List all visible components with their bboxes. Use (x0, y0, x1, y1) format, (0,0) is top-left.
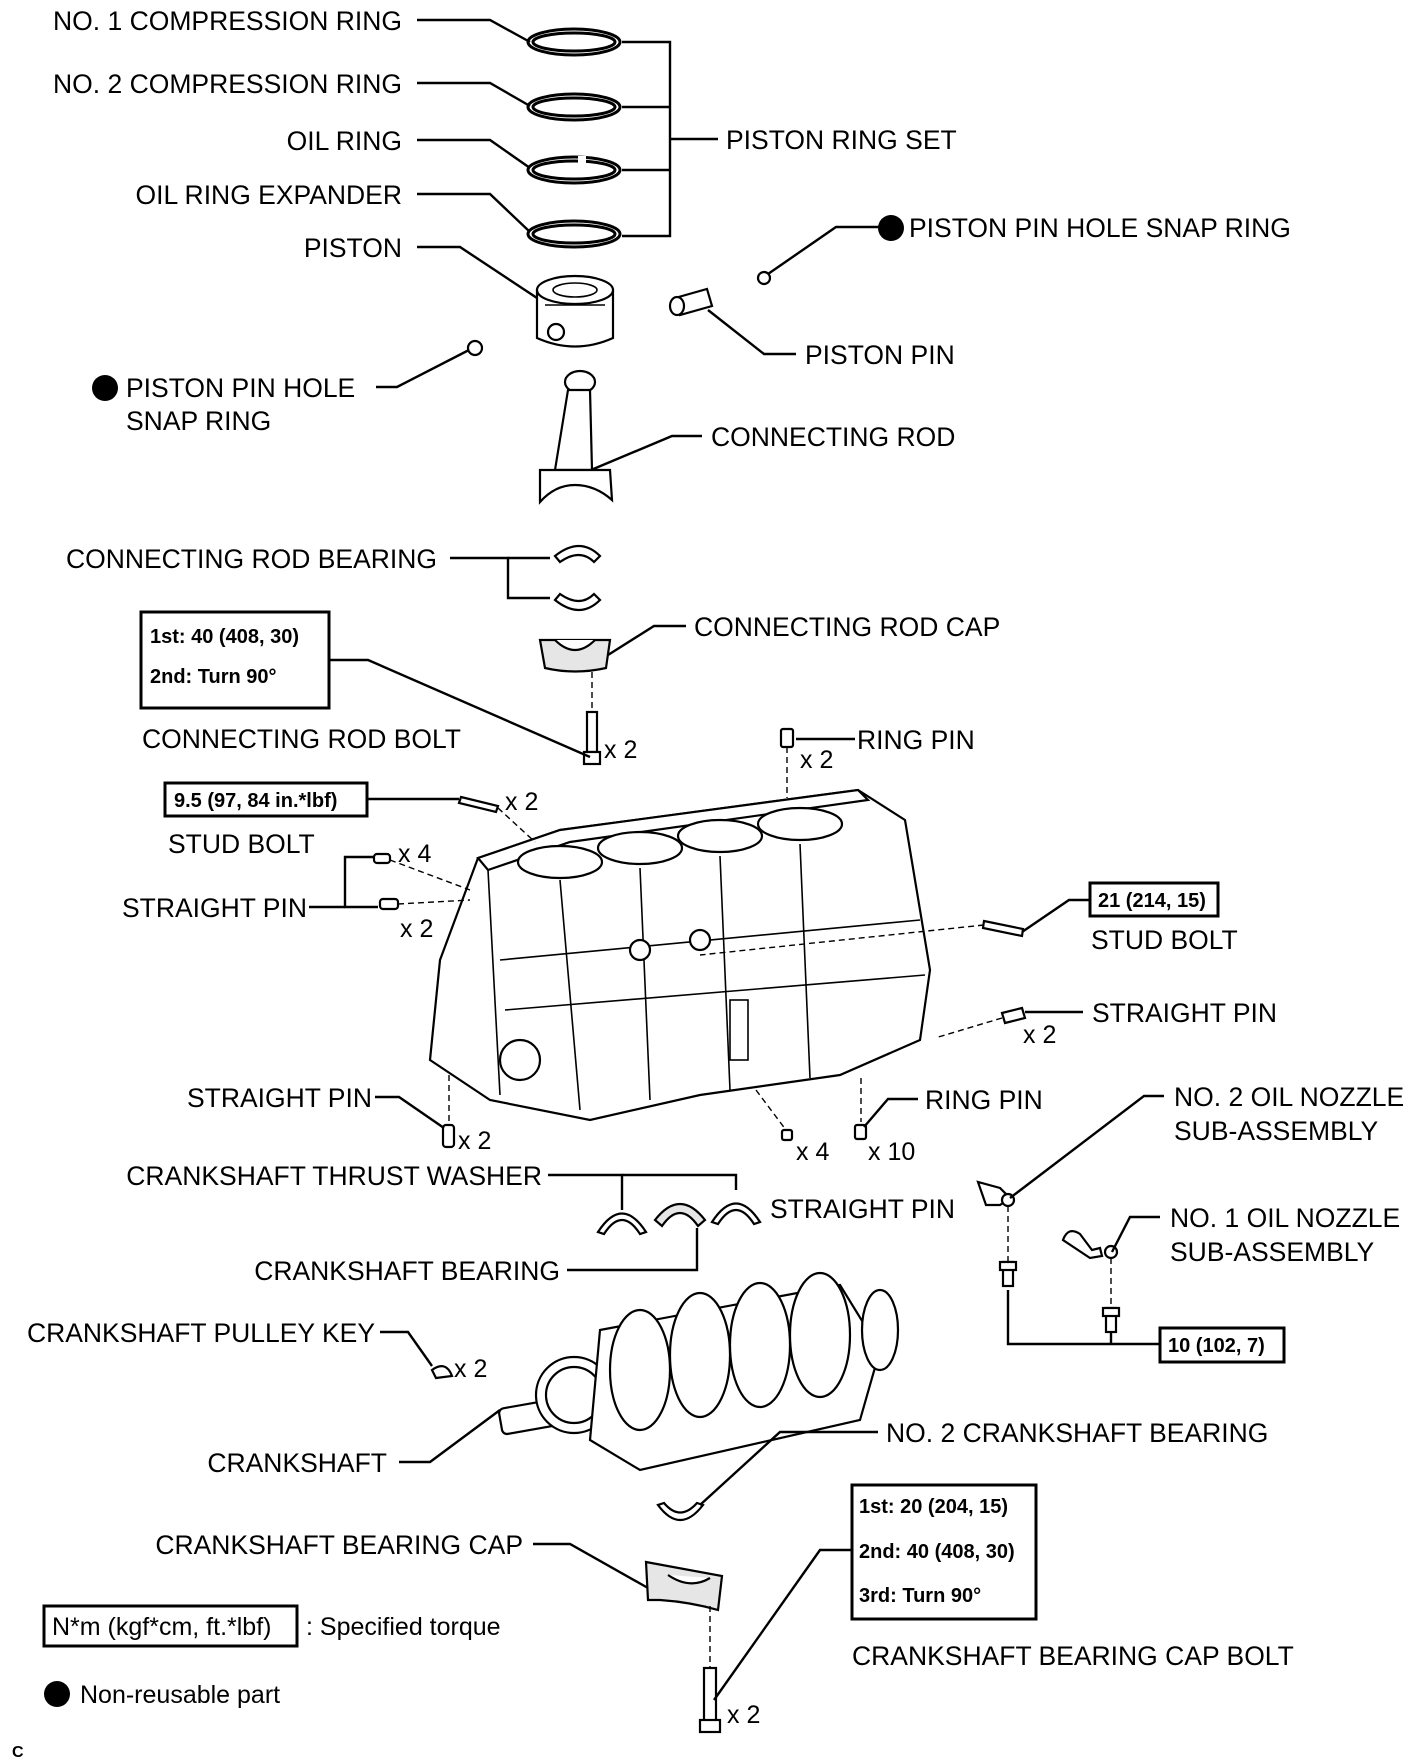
qty-stud-bolt-left: x 2 (505, 788, 538, 816)
torque-stud-bolt-right: 21 (214, 15) (1098, 890, 1206, 912)
leader-lines (309, 18, 1164, 1701)
legend-non-reusable-text: Non-reusable part (80, 1681, 280, 1709)
legend: N*m (kgf*cm, ft.*lbf) : Specified torque… (42, 1604, 501, 1709)
straight-pin-bottom-left-icon (441, 1075, 456, 1149)
torque-box-cap-bolt: 1st: 20 (204, 15) 2nd: 40 (408, 30) 3rd:… (850, 1483, 1038, 1621)
connecting-rod-cap-icon (538, 638, 612, 673)
label-piston-pin: PISTON PIN (805, 340, 955, 370)
label-connecting-rod-bolt: CONNECTING ROD BOLT (142, 724, 461, 754)
torque-cap-bolt-1: 1st: 20 (204, 15) (859, 1496, 1008, 1518)
crankshaft-thrust-washer-icon (596, 1202, 762, 1236)
qty-pulley-key: x 2 (454, 1355, 487, 1383)
torque-box-stud-bolt-left: 9.5 (97, 84 in.*lbf) (163, 781, 369, 818)
crankshaft-bearing-cap-bolt-icon (698, 1606, 722, 1734)
label-no1-oil-nozzle-line2: SUB-ASSEMBLY (1170, 1237, 1375, 1267)
connecting-rod-icon (538, 369, 614, 505)
label-connecting-rod-bearing: CONNECTING ROD BEARING (66, 544, 437, 574)
label-snap-ring-right: PISTON PIN HOLE SNAP RING (909, 213, 1291, 243)
torque-cap-bolt-2: 2nd: 40 (408, 30) (859, 1541, 1015, 1563)
connecting-rod-bolt-icon (582, 672, 602, 766)
crankshaft-bearing-icon (653, 1203, 707, 1228)
label-snap-ring-left-line1: PISTON PIN HOLE (126, 373, 355, 403)
label-crankshaft: CRANKSHAFT (207, 1448, 387, 1478)
no1-oil-nozzle-icon (1061, 1230, 1121, 1334)
label-crankshaft-bearing-cap-bolt: CRANKSHAFT BEARING CAP BOLT (852, 1641, 1294, 1671)
qty-con-rod-bolt: x 2 (604, 736, 637, 764)
label-stud-bolt-left: STUD BOLT (168, 829, 315, 859)
label-no2-compression-ring: NO. 2 COMPRESSION RING (53, 69, 402, 99)
torque-con-rod-bolt-2: 2nd: Turn 90° (150, 666, 277, 688)
cylinder-block-icon (428, 788, 932, 1122)
label-crankshaft-thrust-washer: CRANKSHAFT THRUST WASHER (126, 1161, 542, 1191)
non-reusable-marker-snap-ring-left (92, 375, 118, 401)
crankshaft-bearing-cap-icon (644, 1560, 724, 1612)
label-oil-ring: OIL RING (287, 126, 402, 156)
label-ring-pin-top: RING PIN (857, 725, 975, 755)
qty-straight-pin-left-b: x 2 (400, 915, 433, 943)
crankshaft-icon (498, 1271, 900, 1472)
qty-straight-pin-left-a: x 4 (398, 840, 431, 868)
torque-oil-nozzle: 10 (102, 7) (1168, 1335, 1265, 1357)
label-no2-oil-nozzle-line1: NO. 2 OIL NOZZLE (1174, 1082, 1404, 1112)
piston-rings-group (526, 27, 622, 249)
connecting-rod-bearing-icon (553, 544, 602, 612)
label-snap-ring-left-line2: SNAP RING (126, 406, 271, 436)
label-stud-bolt-right: STUD BOLT (1091, 925, 1238, 955)
straight-pin-right-icon (934, 1006, 1027, 1039)
quantity-labels: x 2 x 2 x 2 x 4 x 2 x 2 x 2 x 4 x 10 x 2… (398, 736, 1056, 1729)
qty-ring-pin-top: x 2 (800, 746, 833, 774)
torque-con-rod-bolt-1: 1st: 40 (408, 30) (150, 626, 299, 648)
qty-cap-bolt: x 2 (727, 1701, 760, 1729)
legend-torque-text: : Specified torque (306, 1613, 501, 1641)
piston-icon (535, 274, 615, 348)
piston-pin-icon (668, 287, 714, 317)
label-ring-pin-bottom: RING PIN (925, 1085, 1043, 1115)
label-no1-oil-nozzle-line1: NO. 1 OIL NOZZLE (1170, 1203, 1400, 1233)
straight-pin-left-b-icon (378, 897, 400, 911)
label-straight-pin-bottom-left: STRAIGHT PIN (187, 1083, 372, 1113)
snap-ring-right-icon (756, 270, 772, 286)
straight-pin-bottom-icon (755, 1089, 794, 1142)
straight-pin-left-a-icon (372, 852, 392, 865)
qty-straight-pin-bottom: x 4 (796, 1138, 829, 1166)
part-labels: NO. 1 COMPRESSION RING NO. 2 COMPRESSION… (27, 6, 1404, 1671)
label-connecting-rod: CONNECTING ROD (711, 422, 955, 452)
qty-straight-pin-bottom-left: x 2 (458, 1127, 491, 1155)
label-crankshaft-pulley-key: CRANKSHAFT PULLEY KEY (27, 1318, 375, 1348)
ring-pin-top-icon (779, 727, 795, 798)
corner-code: C (12, 1744, 24, 1761)
legend-torque-box-text: N*m (kgf*cm, ft.*lbf) (52, 1613, 271, 1641)
torque-box-stud-bolt-right: 21 (214, 15) (1088, 881, 1220, 918)
label-no2-oil-nozzle-line2: SUB-ASSEMBLY (1174, 1116, 1379, 1146)
torque-cap-bolt-3: 3rd: Turn 90° (859, 1585, 981, 1607)
ring-pin-bottom-icon (853, 1078, 868, 1141)
snap-ring-left-icon (466, 339, 484, 357)
torque-box-con-rod-bolt: 1st: 40 (408, 30) 2nd: Turn 90° (139, 610, 331, 710)
qty-straight-pin-right: x 2 (1023, 1021, 1056, 1049)
no2-crankshaft-bearing-icon (656, 1501, 705, 1521)
label-connecting-rod-cap: CONNECTING ROD CAP (694, 612, 1000, 642)
qty-ring-pin-bottom: x 10 (868, 1138, 915, 1166)
crankshaft-pulley-key-icon (430, 1365, 454, 1380)
torque-stud-bolt-left: 9.5 (97, 84 in.*lbf) (174, 790, 337, 812)
no2-oil-nozzle-icon (976, 1180, 1018, 1288)
label-crankshaft-bearing: CRANKSHAFT BEARING (254, 1256, 560, 1286)
label-piston-ring-set: PISTON RING SET (726, 125, 957, 155)
label-piston: PISTON (304, 233, 402, 263)
legend-non-reusable-dot (44, 1681, 70, 1707)
non-reusable-marker-snap-ring-right (878, 215, 904, 241)
label-oil-ring-expander: OIL RING EXPANDER (135, 180, 402, 210)
stud-bolt-left-icon (457, 795, 536, 843)
stud-bolt-right-icon (699, 919, 1025, 956)
label-straight-pin-bottom: STRAIGHT PIN (770, 1194, 955, 1224)
label-straight-pin-left: STRAIGHT PIN (122, 893, 307, 923)
label-no2-crankshaft-bearing: NO. 2 CRANKSHAFT BEARING (886, 1418, 1268, 1448)
torque-box-oil-nozzle: 10 (102, 7) (1158, 1326, 1286, 1364)
label-straight-pin-right: STRAIGHT PIN (1092, 998, 1277, 1028)
label-crankshaft-bearing-cap: CRANKSHAFT BEARING CAP (155, 1530, 523, 1560)
label-no1-compression-ring: NO. 1 COMPRESSION RING (53, 6, 402, 36)
